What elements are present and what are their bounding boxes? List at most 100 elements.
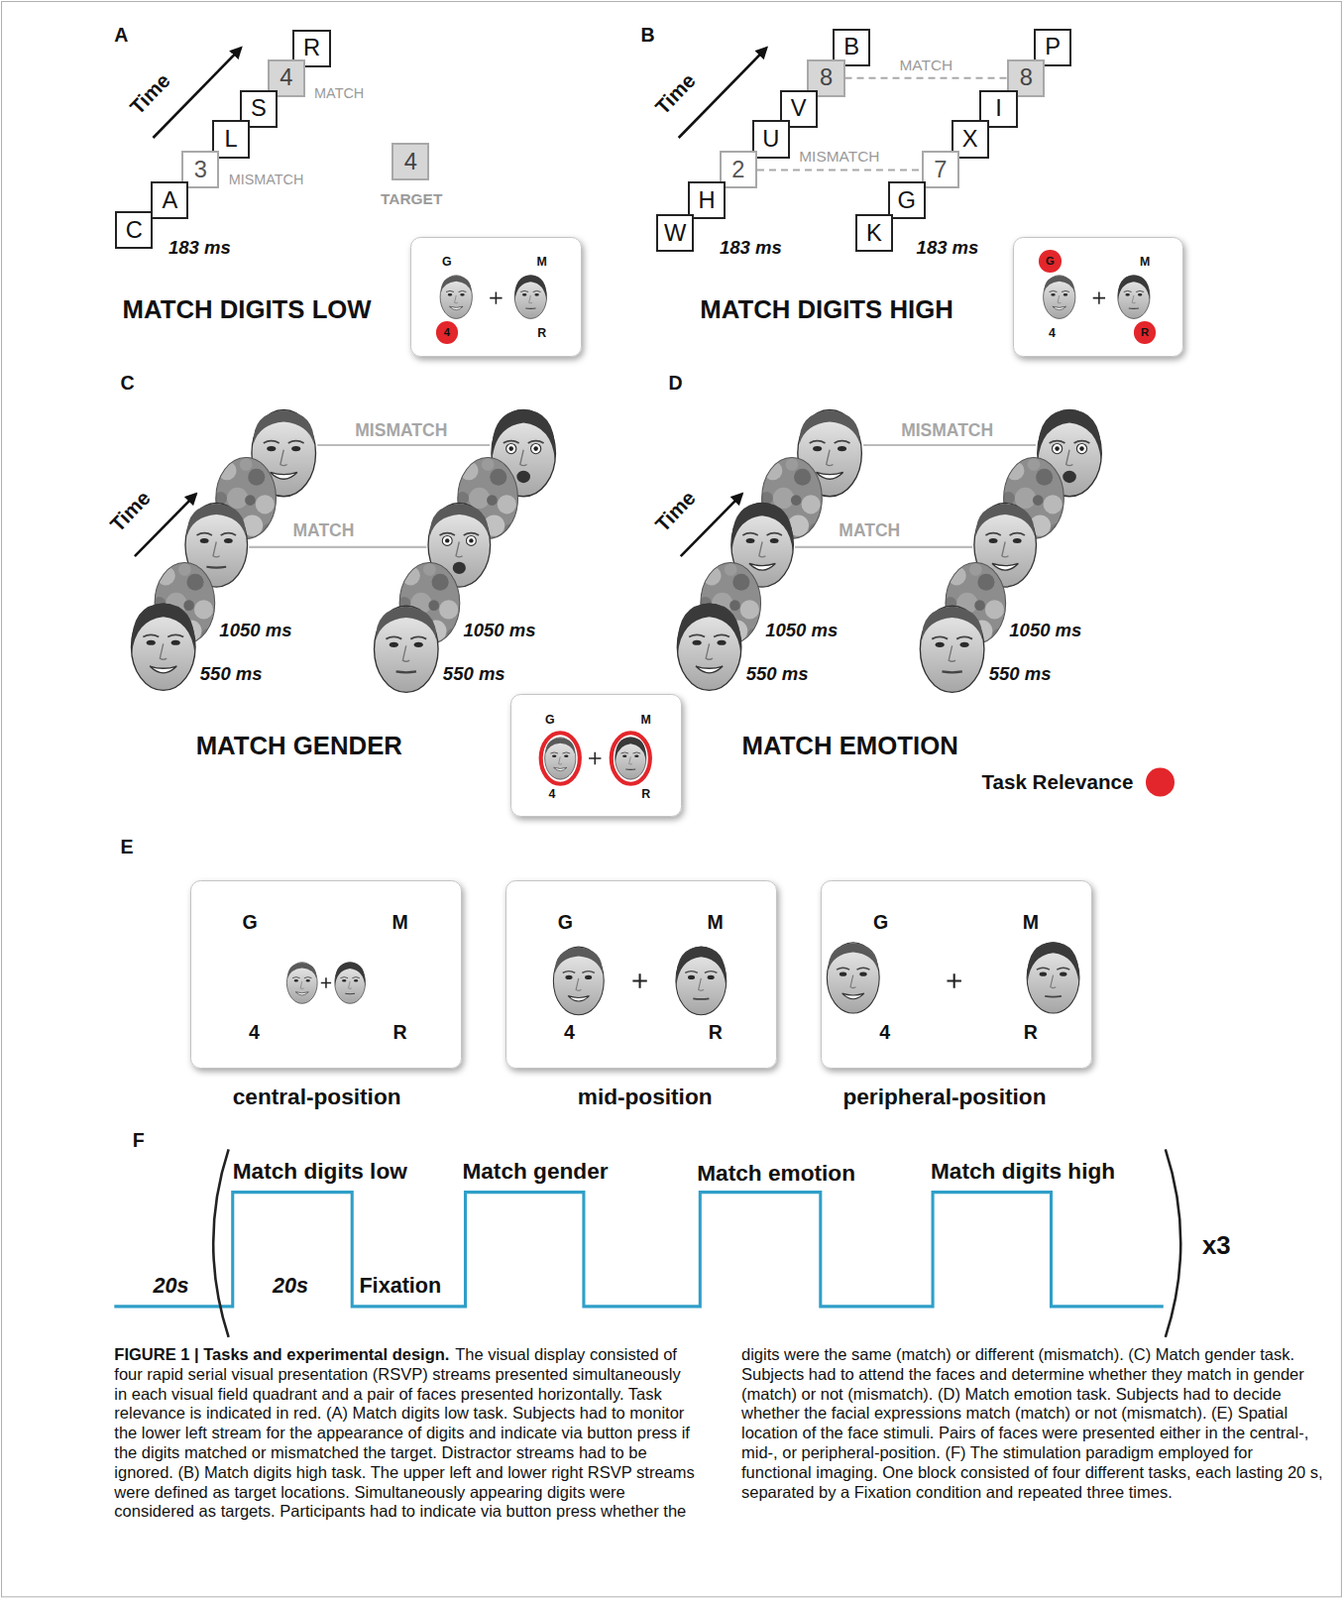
display-faces <box>321 977 332 988</box>
node-text: V <box>790 95 807 122</box>
mismatch-label: MISMATCH <box>354 420 448 442</box>
face-stream <box>130 603 196 691</box>
timing-label: 183 ms <box>719 236 783 259</box>
condition-label: Fixation <box>358 1272 442 1299</box>
node-text: S <box>250 95 267 122</box>
position-label: peripheral-position <box>842 1083 1046 1111</box>
connector-label: MATCH <box>896 56 956 76</box>
timing-label: 1050 ms <box>219 619 292 642</box>
connector-label: MISMATCH <box>795 148 883 168</box>
node-text: 4 <box>879 1020 891 1043</box>
node-text: C <box>125 217 143 244</box>
node-text: 4 <box>248 1020 260 1043</box>
stream-item-box: K <box>855 214 894 252</box>
face-match-line <box>794 546 973 549</box>
figure-caption: The visual display consisted of four rap… <box>113 1344 1323 1520</box>
node-text: M <box>1022 909 1039 932</box>
panel-letter: E <box>119 835 133 859</box>
node-text: G <box>897 187 916 215</box>
time-axis-label: Time <box>105 485 156 537</box>
position-label: mid-position <box>577 1083 713 1111</box>
node-text: 4 <box>1048 326 1056 340</box>
node-text: 2 <box>731 156 745 184</box>
face-match-line <box>317 444 490 447</box>
position-label: central-position <box>232 1083 402 1111</box>
node-text: R <box>537 326 547 340</box>
stream-item-box: U <box>752 119 790 158</box>
node-text: X <box>962 125 979 153</box>
face-stream <box>130 409 1102 692</box>
match-label: MATCH <box>314 85 364 103</box>
timing-label: 183 ms <box>168 236 231 259</box>
task-relevance-dot: R <box>1133 321 1157 344</box>
node-text: R <box>1023 1020 1038 1043</box>
task-title: MATCH DIGITS HIGH <box>699 294 953 326</box>
panel-letter: A <box>113 23 128 47</box>
node-text: A <box>162 187 179 215</box>
display-faces <box>615 737 647 781</box>
block-paradigm <box>113 1192 1163 1307</box>
display-faces <box>514 275 547 320</box>
display-faces <box>611 732 651 784</box>
node-text: 4 <box>444 326 450 339</box>
display-screen: GMR4 <box>410 236 582 357</box>
node-text: H <box>697 187 715 215</box>
repeat-label: x3 <box>1202 1230 1232 1261</box>
task-title: MATCH GENDER <box>196 729 403 761</box>
legend-text: Task Relevance <box>981 769 1133 794</box>
timing-label: 550 ms <box>443 662 506 684</box>
display-faces <box>440 275 472 320</box>
display-faces <box>286 962 318 1005</box>
display-faces <box>541 732 580 784</box>
figure-caption-block: FIGURE 1 | Tasks and experimental design… <box>113 1344 1324 1522</box>
legend-swatch <box>1145 767 1175 796</box>
timing-label: 550 ms <box>989 662 1052 684</box>
display-screen: GM4R <box>510 693 682 817</box>
timing-label: 183 ms <box>916 236 980 259</box>
task-relevance-dot: 4 <box>436 321 459 344</box>
node-text: B <box>843 33 860 61</box>
node-text: G <box>873 909 889 932</box>
node-text: 4 <box>549 786 557 801</box>
node-text: G <box>1045 254 1055 268</box>
display-faces <box>588 752 601 765</box>
figure-title: FIGURE 1 | Tasks and experimental design… <box>113 1344 449 1363</box>
target-label: TARGET <box>380 190 443 210</box>
panel-letter: C <box>119 371 134 395</box>
timing-label: 550 ms <box>200 662 263 684</box>
display-faces <box>946 973 961 988</box>
duration-label: 20s <box>152 1272 189 1299</box>
display-faces <box>286 275 1150 1015</box>
match-connector <box>845 77 1008 80</box>
condition-label: Match emotion <box>696 1159 856 1187</box>
timing-label: 1050 ms <box>1008 619 1082 642</box>
timing-label: 550 ms <box>746 662 809 684</box>
display-screen: GM4R <box>505 880 778 1069</box>
node-text: M <box>537 253 548 268</box>
display-faces <box>335 961 366 1004</box>
block-paradigm <box>213 1148 228 1337</box>
face-stream <box>374 605 440 692</box>
node-text: G <box>545 712 556 727</box>
stream-item-box: W <box>656 214 694 252</box>
face-stream <box>676 603 742 691</box>
condition-label: Match digits high <box>930 1157 1116 1185</box>
face-stream <box>919 605 985 692</box>
panel-letter: F <box>132 1128 145 1152</box>
node-text: I <box>995 95 1003 122</box>
time-axis-label: Time <box>651 485 702 537</box>
block-paradigm <box>1165 1148 1181 1337</box>
panel-letter: D <box>668 371 682 395</box>
timing-label: 1050 ms <box>765 619 838 642</box>
node-text: 8 <box>819 64 833 92</box>
node-text: M <box>641 712 652 727</box>
display-faces <box>1026 941 1080 1013</box>
node-text: 3 <box>194 156 208 184</box>
time-axis-label: Time <box>124 69 176 120</box>
node-text: R <box>1140 326 1149 339</box>
node-text: M <box>1139 253 1150 268</box>
node-text: M <box>391 909 408 932</box>
face-match-line <box>248 546 427 549</box>
stream-item-box: C <box>114 211 153 249</box>
